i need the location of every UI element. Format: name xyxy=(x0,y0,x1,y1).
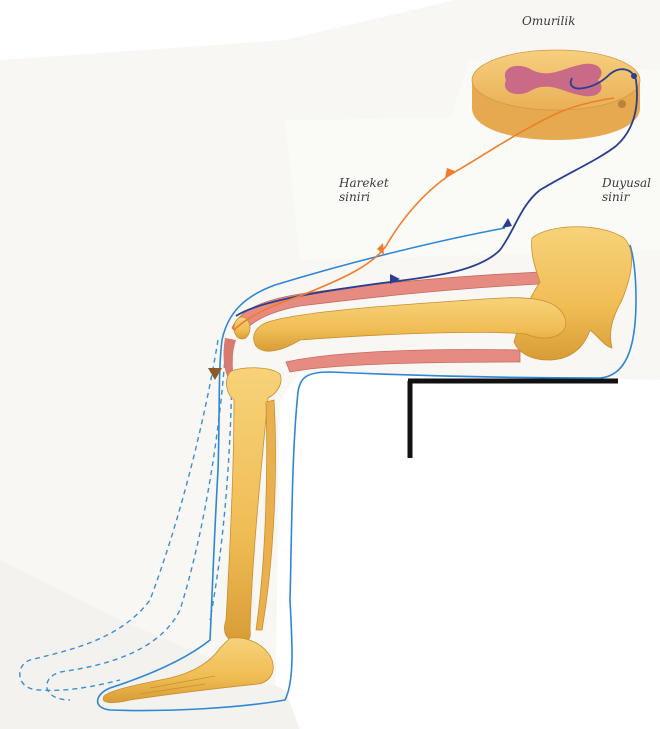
chair xyxy=(408,381,618,458)
motor-nerve-label-line2: siniri xyxy=(339,190,389,204)
sensory-nerve-label: Duyusal sinir xyxy=(602,176,651,204)
spinal-cord-section xyxy=(472,50,640,140)
spinal-cord-label: Omurilik xyxy=(522,14,575,28)
motor-nerve-label-line1: Hareket xyxy=(339,176,389,190)
motor-nerve-label: Hareket siniri xyxy=(339,176,389,204)
sensory-nerve-label-line2: sinir xyxy=(602,190,651,204)
sensory-nerve-label-line1: Duyusal xyxy=(602,176,651,190)
